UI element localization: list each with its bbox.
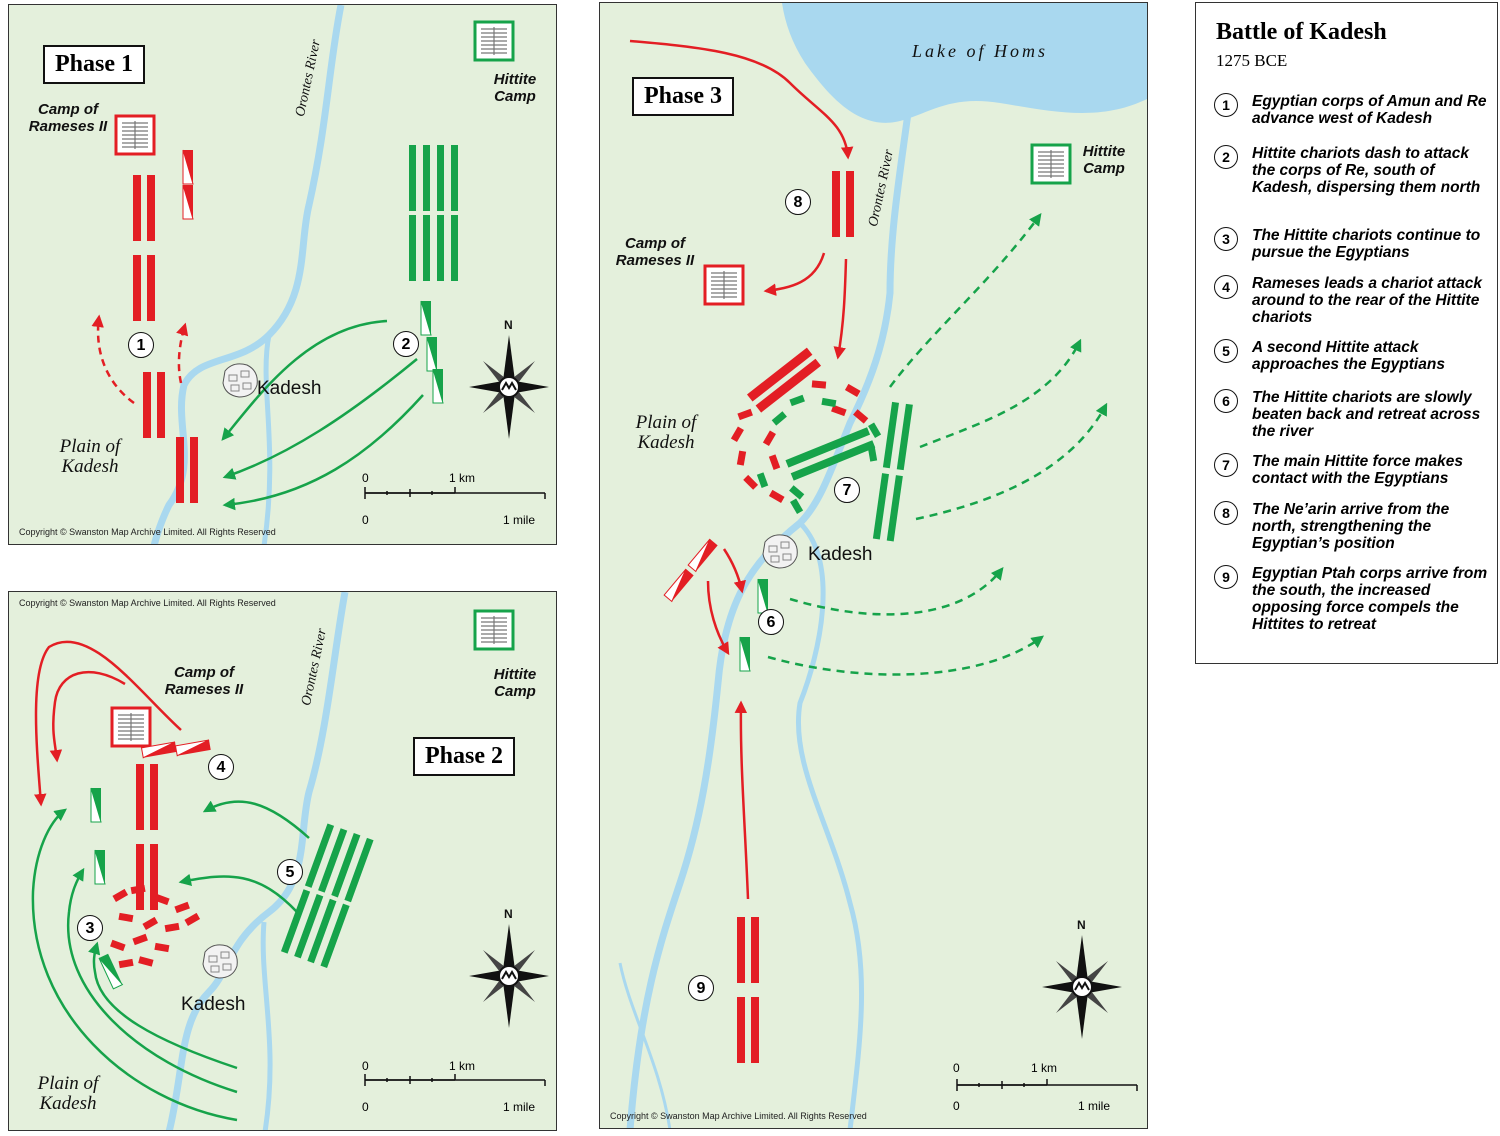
city-label: Kadesh bbox=[808, 544, 873, 565]
city-icon bbox=[222, 363, 258, 398]
phase2-map: Copyright © Swanston Map Archive Limited… bbox=[8, 591, 557, 1131]
marker-8: 8 bbox=[785, 189, 811, 215]
camp-label: Camp of Rameses II bbox=[28, 101, 108, 135]
legend-item-number: 6 bbox=[1214, 389, 1238, 413]
copyright: Copyright © Swanston Map Archive Limited… bbox=[19, 527, 276, 537]
legend-date: 1275 BCE bbox=[1216, 51, 1288, 70]
legend-item-number: 4 bbox=[1214, 275, 1238, 299]
scale-bar bbox=[956, 1079, 1138, 1091]
phase1-map-graphics bbox=[91, 5, 550, 544]
legend-item-text: The Hittite chariots are slowly beaten b… bbox=[1252, 389, 1481, 440]
orontes-river bbox=[165, 592, 349, 1130]
scale-bar bbox=[364, 487, 546, 499]
legend-item-number: 8 bbox=[1214, 501, 1238, 525]
marker-7: 7 bbox=[834, 477, 860, 503]
legend-item-number: 7 bbox=[1214, 453, 1238, 477]
legend-panel: Battle of Kadesh 1275 BCE 1 Egyptian cor… bbox=[1195, 2, 1498, 664]
camp-label: Camp of Rameses II bbox=[615, 235, 695, 269]
scale-km: 1 km bbox=[449, 471, 476, 485]
legend-item-text: Egyptian Ptah corps arrive from the sout… bbox=[1252, 565, 1488, 633]
lake-of-homs bbox=[782, 3, 1147, 123]
marker-1: 1 bbox=[128, 332, 154, 358]
legend-item-text: The Ne’arin arrive from the north, stren… bbox=[1252, 501, 1450, 552]
camp-icon bbox=[1030, 143, 1072, 185]
phase-title: Phase 3 bbox=[632, 77, 734, 116]
legend-item-number: 1 bbox=[1214, 93, 1238, 117]
legend-item-text: Egyptian corps of Amun and Re advance we… bbox=[1252, 93, 1487, 127]
city-label: Kadesh bbox=[181, 994, 246, 1015]
camp-icon bbox=[703, 264, 745, 306]
phase-title: Phase 1 bbox=[43, 45, 145, 84]
phase3-map: Lake of Homs Phase 3 Hittite Camp Camp o… bbox=[599, 2, 1148, 1129]
city-icon bbox=[202, 944, 238, 979]
scale-zero: 0 bbox=[953, 1061, 960, 1075]
legend-item-text: Hittite chariots dash to attack the corp… bbox=[1252, 145, 1481, 196]
scale-mile: 1 mile bbox=[1078, 1099, 1111, 1113]
legend-title: Battle of Kadesh bbox=[1216, 19, 1387, 45]
marker-6: 6 bbox=[758, 609, 784, 635]
phase2-map-graphics bbox=[31, 592, 550, 1130]
copyright: Copyright © Swanston Map Archive Limited… bbox=[610, 1111, 867, 1121]
marker-4: 4 bbox=[208, 754, 234, 780]
legend-item-number: 5 bbox=[1214, 339, 1238, 363]
scale-bar bbox=[364, 1074, 546, 1086]
scale-mile: 1 mile bbox=[503, 1100, 536, 1114]
phase-title: Phase 2 bbox=[413, 737, 515, 776]
phase3-map-graphics bbox=[618, 3, 1147, 1128]
orontes-river bbox=[150, 5, 345, 544]
hittite-camp-label: Hittite Camp bbox=[493, 71, 537, 105]
city-label: Kadesh bbox=[257, 378, 322, 399]
camp-label: Camp of Rameses II bbox=[164, 664, 244, 698]
phase1-map: Phase 1 Camp of Rameses II Hittite Camp … bbox=[8, 4, 557, 545]
compass-rose-icon bbox=[1041, 917, 1123, 1040]
legend-item-number: 2 bbox=[1214, 145, 1238, 169]
camp-icon bbox=[114, 114, 156, 156]
legend-item-text: Rameses leads a chariot attack around to… bbox=[1252, 275, 1483, 326]
lake-label: Lake of Homs bbox=[912, 41, 1048, 61]
scale-zero: 0 bbox=[362, 471, 369, 485]
legend-item-text: A second Hittite attack approaches the E… bbox=[1252, 339, 1445, 373]
plain-label: Plain of Kadesh bbox=[635, 412, 697, 453]
scale-zero: 0 bbox=[362, 1100, 369, 1114]
scale-zero: 0 bbox=[362, 513, 369, 527]
compass-rose-icon bbox=[468, 317, 550, 440]
legend-item-number: 3 bbox=[1214, 227, 1238, 251]
hittite-camp-label: Hittite Camp bbox=[493, 666, 537, 700]
marker-5: 5 bbox=[277, 859, 303, 885]
legend-item-text: The Hittite chariots continue to pursue … bbox=[1252, 227, 1481, 261]
plain-label: Plain of Kadesh bbox=[59, 436, 121, 477]
marker-2: 2 bbox=[393, 331, 419, 357]
city-icon bbox=[762, 534, 798, 569]
scale-mile: 1 mile bbox=[503, 513, 536, 527]
marker-9: 9 bbox=[688, 975, 714, 1001]
scale-km: 1 km bbox=[449, 1059, 476, 1073]
legend-item-text: The main Hittite force makes contact wit… bbox=[1252, 453, 1464, 487]
hittite-camp-label: Hittite Camp bbox=[1082, 143, 1126, 177]
legend-item-number: 9 bbox=[1214, 565, 1238, 589]
compass-rose-icon bbox=[468, 906, 550, 1029]
scale-zero: 0 bbox=[953, 1099, 960, 1113]
camp-icon bbox=[473, 20, 515, 62]
plain-label: Plain of Kadesh bbox=[37, 1073, 99, 1114]
copyright: Copyright © Swanston Map Archive Limited… bbox=[19, 598, 276, 608]
scale-zero: 0 bbox=[362, 1059, 369, 1073]
marker-3: 3 bbox=[77, 915, 103, 941]
scale-km: 1 km bbox=[1031, 1061, 1058, 1075]
camp-icon bbox=[110, 706, 152, 748]
camp-icon bbox=[473, 609, 515, 651]
